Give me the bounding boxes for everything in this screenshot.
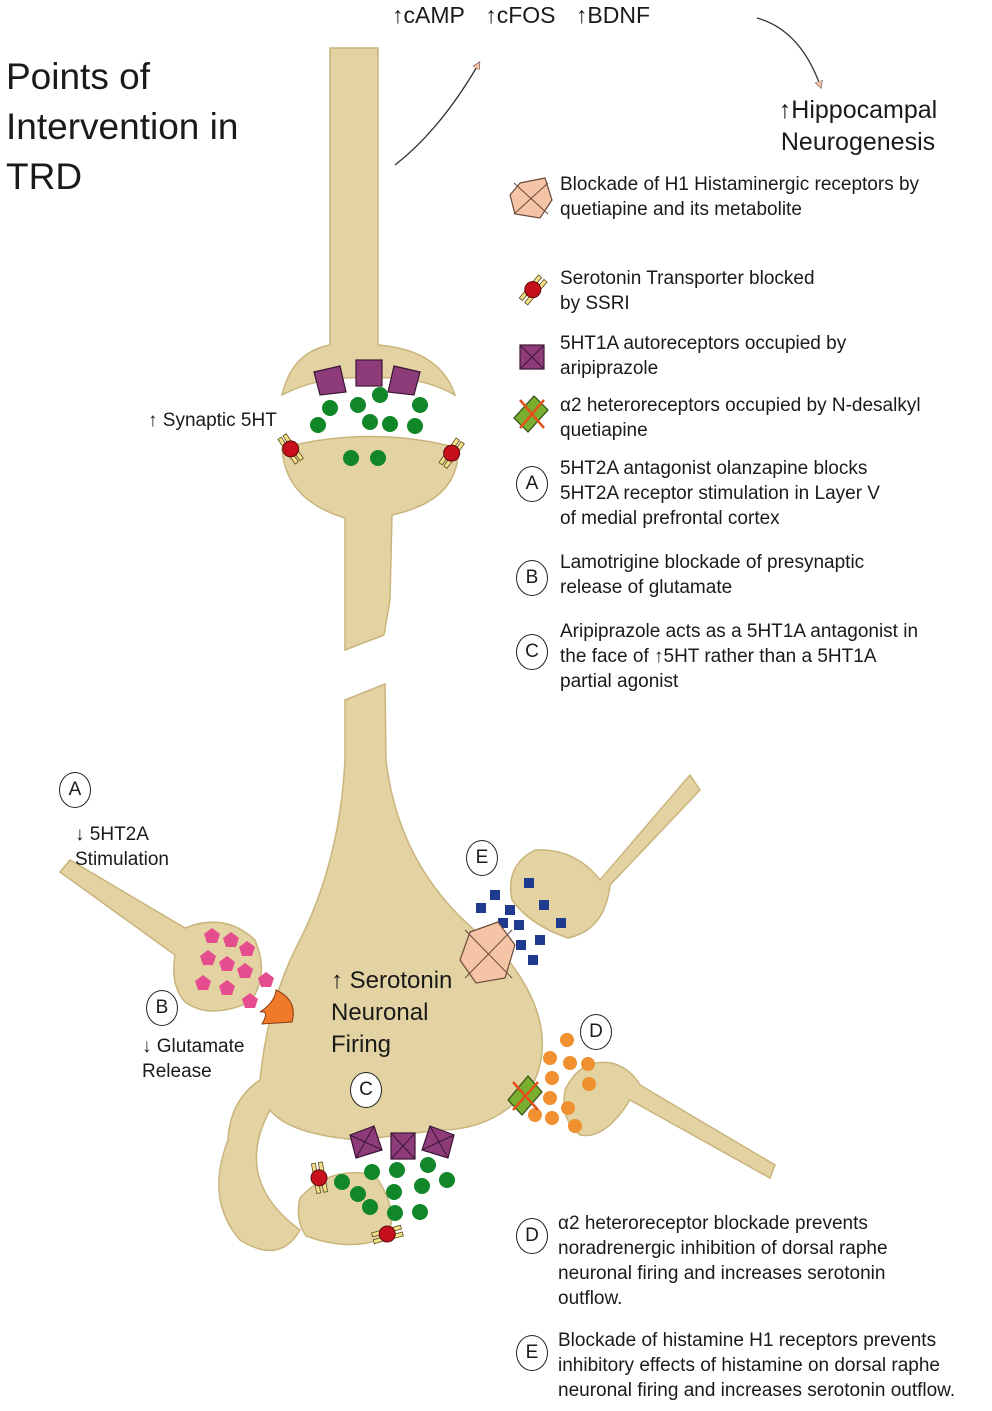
legend-5ht1a-icon — [519, 344, 545, 370]
soma-alpha2-receptor — [507, 1075, 543, 1116]
bottom-sert-right — [370, 1224, 404, 1245]
camp-arrow — [394, 65, 478, 166]
legend-b-marker: B — [516, 560, 548, 596]
5ht2a-stimulation-label: ↓ 5HT2A Stimulation — [75, 824, 169, 870]
diagram-b-marker: B — [146, 990, 178, 1026]
signaling-markers: ↑cAMP ↑cFOS ↑BDNF — [392, 2, 664, 30]
legend-b-text: Lamotrigine blockade of presynaptic rele… — [560, 552, 865, 598]
diagram-a-marker: A — [59, 772, 91, 808]
legend-sert-icon — [518, 274, 548, 306]
bottom-sert-left — [310, 1161, 328, 1194]
legend-alpha2-icon — [513, 395, 549, 433]
hippocampal-arrow — [756, 17, 820, 85]
legend-a-marker: A — [516, 466, 548, 502]
soma-h1-receptor — [459, 921, 516, 984]
top-autoreceptors — [313, 359, 421, 396]
note-d-marker: D — [516, 1218, 548, 1254]
top-sert-left — [277, 433, 304, 465]
nmda-receptor — [259, 989, 294, 1025]
note-d-text: α2 heteroreceptor blockade prevents nora… — [558, 1213, 888, 1309]
hippocampal-neurogenesis-label: ↑Hippocampal Neurogenesis — [778, 96, 938, 156]
cfos-marker: ↑cFOS — [485, 2, 556, 28]
soma-autoreceptors — [349, 1125, 455, 1160]
diagram-e-marker: E — [466, 840, 498, 876]
legend-c-text: Aripiprazole acts as a 5HT1A antagonist … — [560, 621, 919, 692]
note-e-text: Blockade of histamine H1 receptors preve… — [558, 1330, 956, 1401]
synaptic-serotonin-dots — [310, 387, 428, 466]
soma-serotonin-dots — [334, 1157, 455, 1221]
glutamate-release-label: ↓ Glutamate Release — [142, 1036, 245, 1082]
page-title: Points of Intervention in TRD — [6, 56, 239, 197]
diagram-d-marker: D — [580, 1014, 612, 1050]
legend-sert-text: Serotonin Transporter blocked by SSRI — [560, 268, 815, 314]
legend-h1-text: Blockade of H1 Histaminergic receptors b… — [560, 174, 920, 220]
serotonin-firing-label: ↑ Serotonin Neuronal Firing — [331, 967, 453, 1058]
histamine-squares — [476, 878, 566, 965]
legend-c-marker: C — [516, 634, 548, 670]
top-sert-right — [438, 437, 465, 469]
glutamate-pentagons — [195, 928, 274, 1008]
norepinephrine-dots — [528, 1033, 596, 1133]
noradrenergic-neuron — [563, 1061, 776, 1180]
diagram-c-marker: C — [350, 1072, 382, 1108]
note-e-marker: E — [516, 1335, 548, 1371]
synaptic-5ht-label: ↑ Synaptic 5HT — [148, 410, 277, 431]
bdnf-marker: ↑BDNF — [575, 2, 651, 28]
legend-alpha2-text: α2 heteroreceptors occupied by N-desalky… — [560, 395, 921, 441]
top-presynaptic-terminal — [281, 435, 459, 652]
legend-h1-icon — [509, 177, 553, 219]
top-postsynaptic-neuron — [280, 47, 457, 397]
legend-5ht1a-text: 5HT1A autoreceptors occupied by aripipra… — [560, 333, 847, 379]
histamine-neuron — [509, 773, 701, 939]
legend-a-text: 5HT2A antagonist olanzapine blocks 5HT2A… — [560, 458, 880, 529]
camp-marker: ↑cAMP — [392, 2, 465, 28]
